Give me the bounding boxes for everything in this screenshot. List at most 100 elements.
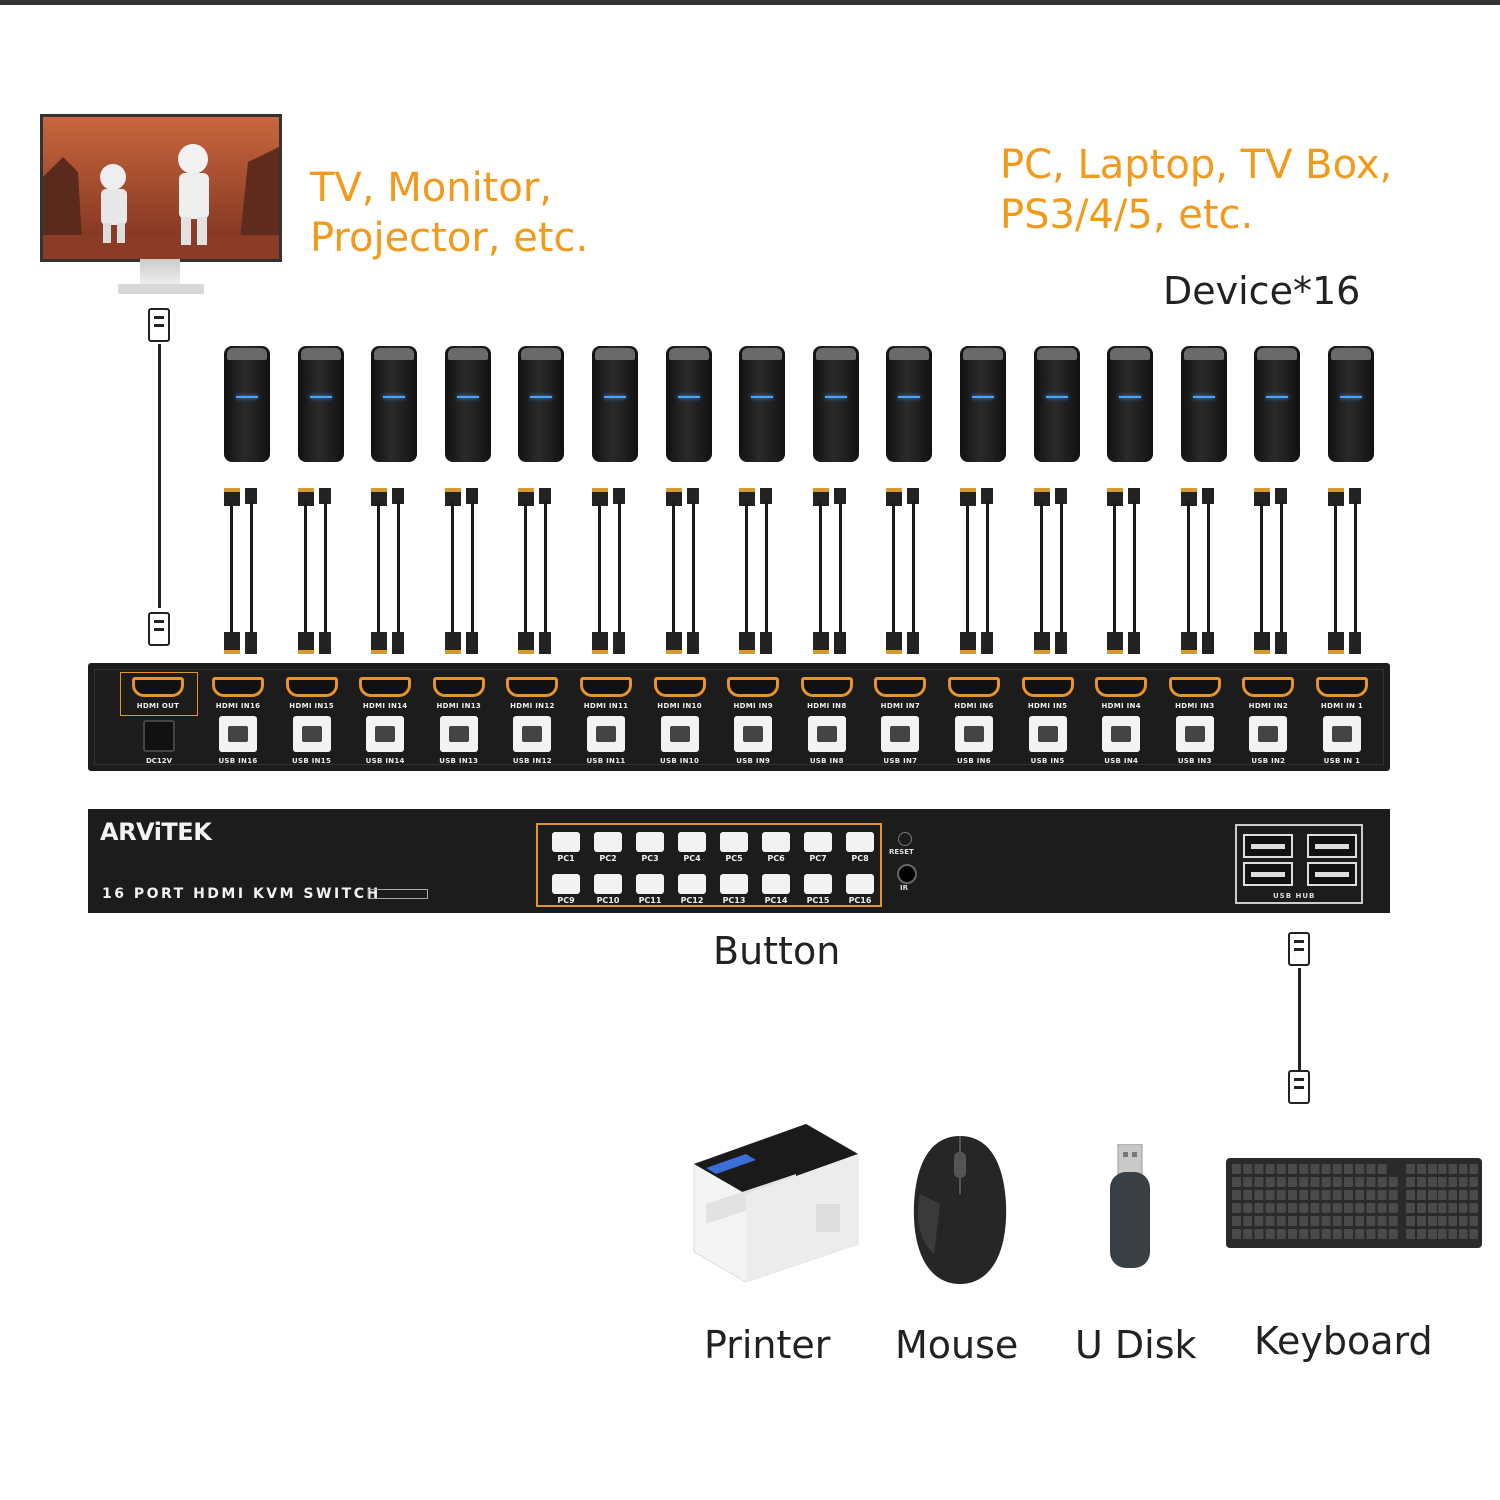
usb-in-label: USB IN10 [660, 757, 700, 765]
usb-plug-icon [392, 488, 405, 504]
ir-receiver-icon [897, 864, 917, 884]
reset-button[interactable] [898, 832, 912, 846]
pc-button-label: PC12 [680, 896, 704, 905]
mouse-icon [913, 1136, 1007, 1284]
pc-select-button[interactable] [804, 874, 832, 894]
hdmi-plug-icon [739, 488, 756, 506]
product-name: 16 PORT HDMI KVM SWITCH [102, 886, 381, 902]
pc-button-label: PC7 [809, 854, 827, 863]
hdmi-usb-cable-pair [1179, 488, 1219, 654]
monitor-stand [140, 259, 180, 285]
usb-b-port-icon [807, 716, 846, 752]
hdmi-cable [818, 502, 822, 640]
pc-select-button[interactable] [594, 832, 622, 852]
source-device [1328, 346, 1374, 462]
device-top [447, 348, 488, 360]
device-led [530, 396, 553, 398]
device-led [972, 396, 994, 398]
hdmi-usb-cable-pair [958, 488, 998, 654]
pc-select-button[interactable] [762, 874, 790, 894]
usb-in-label: USB IN14 [365, 757, 405, 765]
monitor-wallpaper-illustration [43, 117, 279, 259]
pc-select-button[interactable] [678, 832, 706, 852]
device-led [824, 396, 847, 398]
usb-b-port-icon [955, 716, 993, 752]
usb-hub-port-3[interactable] [1243, 862, 1293, 886]
usb-plug-icon [1128, 632, 1141, 654]
usb-plug-icon [760, 632, 773, 654]
usb-plug-icon [981, 632, 993, 654]
pc-select-button[interactable] [552, 874, 580, 894]
pc-select-button[interactable] [720, 874, 748, 894]
hdmi-plug-icon [1180, 488, 1197, 506]
usb-cable [765, 502, 769, 640]
usb-cable [250, 502, 253, 640]
usb-plug-icon [1201, 488, 1214, 504]
hdmi-plug-icon [812, 632, 829, 654]
usb-hub-port-4[interactable] [1307, 862, 1357, 886]
usb-plug-icon [686, 632, 699, 654]
usb-connector-icon [1288, 932, 1310, 966]
usb-b-port-icon [660, 716, 699, 752]
source-device [371, 346, 418, 462]
usb-b-port-icon [219, 716, 257, 752]
hdmi-plug-icon [1180, 632, 1197, 654]
hdmi-cable [671, 502, 675, 640]
device-led [236, 396, 258, 398]
pc-select-button[interactable] [804, 832, 832, 852]
usb-b-port-icon [1175, 716, 1214, 752]
hdmi-plug-icon [518, 632, 535, 654]
hdmi-plug-icon [1254, 488, 1271, 506]
pc-select-button[interactable] [594, 874, 622, 894]
hdmi-plug-icon [371, 488, 388, 506]
pc-select-button[interactable] [846, 832, 874, 852]
pc-button-label: PC10 [596, 896, 620, 905]
hdmi-in-label: HDMI IN11 [583, 702, 629, 710]
hdmi-usb-cable-pair [222, 488, 262, 654]
usb-in-label: USB IN16 [218, 757, 258, 765]
pc-select-button[interactable] [720, 832, 748, 852]
hdmi-usb-cable-pair [296, 488, 336, 654]
usb-hub-port-2[interactable] [1307, 834, 1357, 858]
pc-select-button[interactable] [636, 832, 664, 852]
monitor-screen [40, 114, 282, 262]
source-device [297, 346, 344, 462]
hdmi-in-label: HDMI IN16 [215, 702, 261, 710]
device-top [521, 348, 562, 360]
usb-plug-icon [1275, 488, 1288, 504]
pc-button-label: PC16 [848, 896, 872, 905]
pc-select-button[interactable] [678, 874, 706, 894]
device-top [889, 348, 930, 360]
source-device [444, 346, 491, 462]
hdmi-plug-icon [665, 632, 682, 654]
hdmi-plug-icon [960, 632, 976, 654]
usb-b-port-icon [881, 716, 920, 752]
device-led [751, 396, 774, 398]
usb-cable [470, 502, 474, 640]
ir-label: IR [900, 884, 908, 892]
pc-select-button[interactable] [552, 832, 580, 852]
top-border [0, 0, 1500, 5]
pc-button-label: PC4 [683, 854, 701, 863]
device-top [742, 348, 783, 360]
hdmi-in-label: HDMI IN5 [1027, 702, 1068, 710]
hdmi-connector-icon [148, 308, 170, 342]
device-top [815, 348, 856, 360]
usb-plug-icon [981, 488, 993, 504]
hdmi-plug-icon [224, 488, 240, 506]
device-led [456, 396, 479, 398]
pc-select-button[interactable] [762, 832, 790, 852]
usb-hub-port-1[interactable] [1243, 834, 1293, 858]
hdmi-port-icon [285, 677, 338, 697]
pc-select-button[interactable] [636, 874, 664, 894]
hdmi-plug-icon [592, 488, 608, 506]
keyboard-label: Keyboard [1254, 1319, 1433, 1363]
hdmi-port-icon [212, 677, 264, 697]
usb-cable [691, 502, 695, 640]
dc-power-jack[interactable] [143, 720, 175, 752]
pc-button-label: PC15 [806, 896, 830, 905]
usb-b-port-icon [1102, 716, 1141, 752]
device-count-label: Device*16 [1163, 269, 1361, 313]
pc-select-button[interactable] [846, 874, 874, 894]
